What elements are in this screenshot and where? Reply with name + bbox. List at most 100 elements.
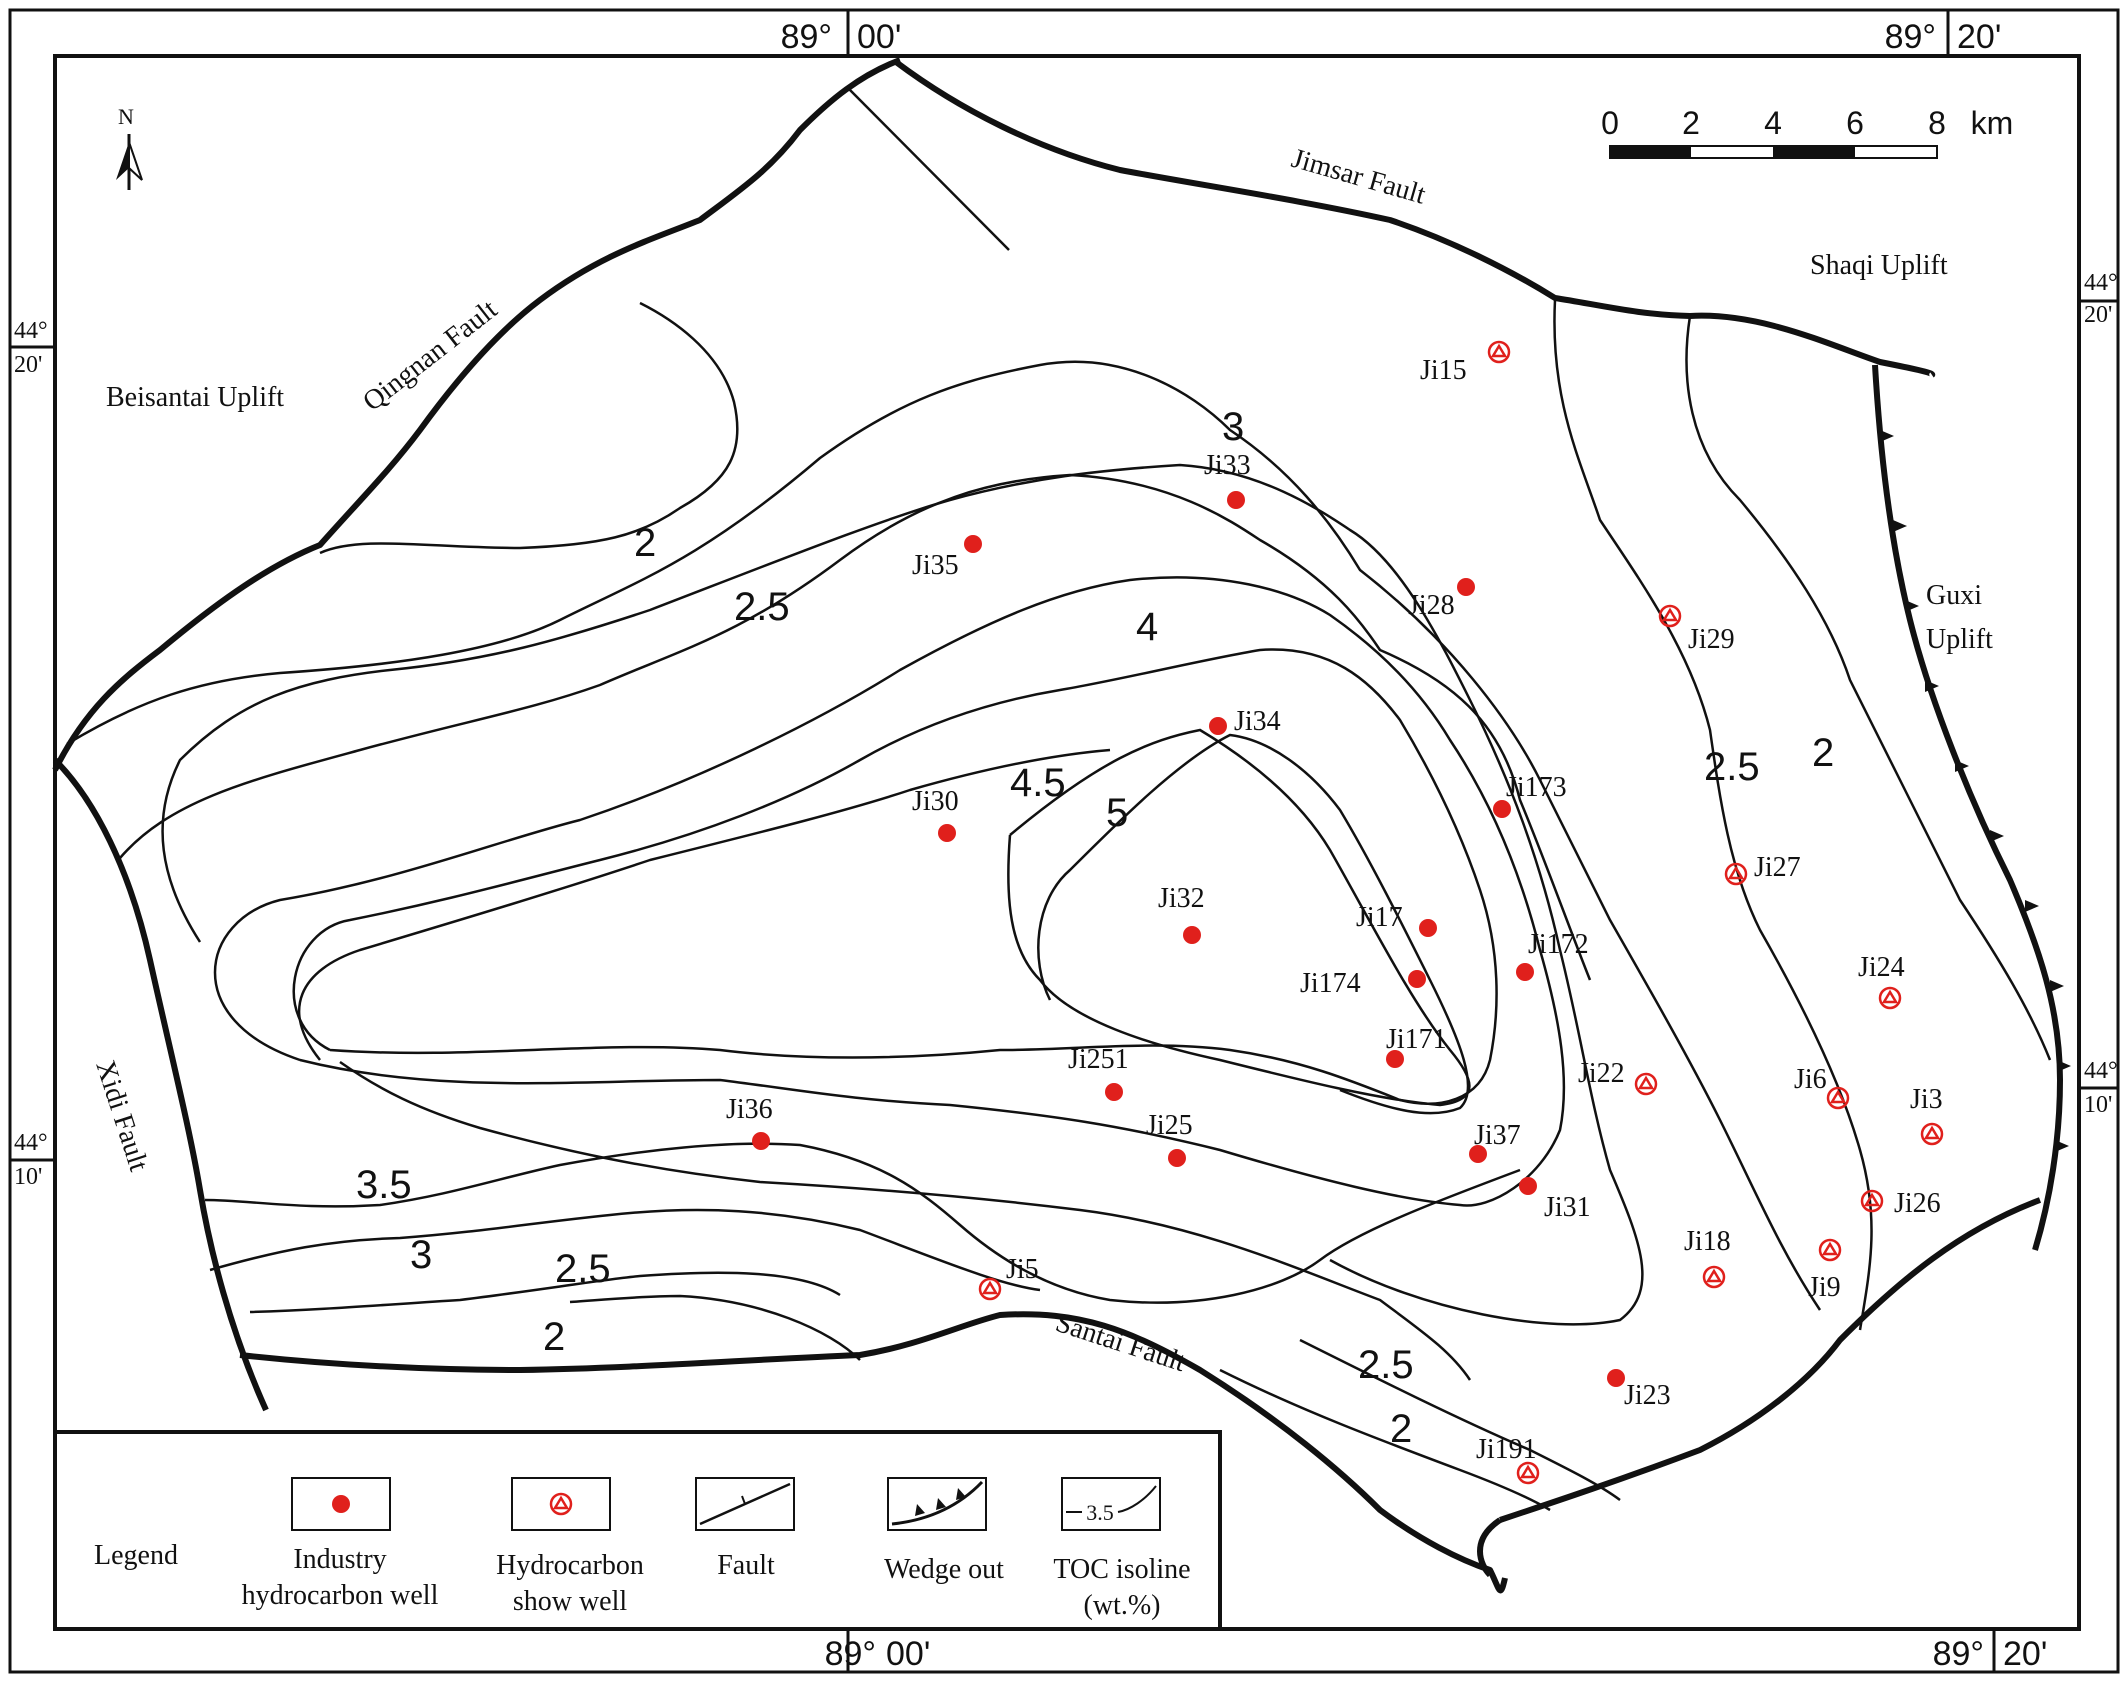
legend-toc-isoline-icon: 3.5 bbox=[1066, 1485, 1157, 1525]
well-label-ji173: Ji173 bbox=[1506, 772, 1567, 803]
well-ji173 bbox=[1493, 800, 1511, 818]
well-label-ji28: Ji28 bbox=[1408, 590, 1455, 621]
guxi-uplift-label-1: Guxi bbox=[1926, 580, 1982, 611]
well-label-ji23: Ji23 bbox=[1624, 1380, 1671, 1411]
shaqi-uplift-label: Shaqi Uplift bbox=[1810, 250, 1948, 281]
well-ji35 bbox=[964, 535, 982, 553]
legend-show-2: show well bbox=[513, 1586, 628, 1617]
isoline-label: 2 bbox=[1812, 731, 1834, 775]
top-lon-1: 89° bbox=[781, 18, 832, 56]
guxi-uplift-label-2: Uplift bbox=[1926, 624, 1993, 655]
well-label-ji30: Ji30 bbox=[912, 786, 959, 817]
legend-fault-icon bbox=[699, 1482, 791, 1526]
well-label-ji36: Ji36 bbox=[726, 1094, 773, 1125]
isoline-label: 3 bbox=[410, 1233, 432, 1277]
isoline-label: 2 bbox=[1390, 1407, 1412, 1451]
well-ji36 bbox=[752, 1132, 770, 1150]
fault-lines bbox=[52, 57, 2042, 1594]
show-well-ji27 bbox=[1724, 862, 1748, 886]
qingnan-fault-line bbox=[52, 57, 902, 772]
bottom-lon-2-min: 20' bbox=[2003, 1635, 2047, 1673]
scale-unit: km bbox=[1971, 105, 2014, 141]
well-label-ji15: Ji15 bbox=[1420, 355, 1467, 386]
show-well-ji9 bbox=[1818, 1238, 1842, 1262]
show-well-ji3 bbox=[1920, 1122, 1944, 1146]
isoline-label: 2.5 bbox=[1358, 1343, 1414, 1387]
right-lat-1: 44° bbox=[2084, 270, 2118, 296]
well-ji174 bbox=[1408, 970, 1426, 988]
isoline-label: 2.5 bbox=[1704, 745, 1760, 789]
jimsar-fault-line bbox=[894, 59, 1936, 378]
left-lat-1: 44° bbox=[14, 318, 48, 344]
well-label-ji34: Ji34 bbox=[1234, 706, 1281, 737]
well-ji32 bbox=[1183, 926, 1201, 944]
well-label-ji35: Ji35 bbox=[912, 550, 959, 581]
outer-frame bbox=[8, 8, 2120, 1674]
well-ji23 bbox=[1607, 1369, 1625, 1387]
well-label-ji172: Ji172 bbox=[1528, 929, 1589, 960]
legend-show-well-icon bbox=[549, 1492, 573, 1516]
well-label-ji37: Ji37 bbox=[1474, 1120, 1521, 1151]
santai-fault-label: Santai Fault bbox=[1052, 1307, 1190, 1378]
scale-tick-4: 4 bbox=[1764, 105, 1782, 141]
well-ji31 bbox=[1519, 1177, 1537, 1195]
top-lon-2: 89° bbox=[1885, 18, 1936, 56]
legend-industry-2: hydrocarbon well bbox=[242, 1580, 439, 1611]
toc-isolines bbox=[66, 88, 2052, 1512]
well-label-ji174: Ji174 bbox=[1300, 968, 1361, 999]
isoline-label: 2 bbox=[543, 1315, 565, 1359]
bottom-lon-1-min: 00' bbox=[886, 1635, 930, 1673]
scale-tick-0: 0 bbox=[1601, 105, 1619, 141]
well-label-ji33: Ji33 bbox=[1204, 450, 1251, 481]
isoline-label: 3.5 bbox=[356, 1163, 412, 1207]
well-label-ji9: Ji9 bbox=[1808, 1272, 1841, 1303]
coordinate-labels: 89° 00' 89° 20' 89° 00' 89° 20' 44° 20' … bbox=[10, 10, 2118, 1673]
show-well-ji22 bbox=[1634, 1072, 1658, 1096]
well-label-ji26: Ji26 bbox=[1894, 1188, 1941, 1219]
left-lat-1-min: 20' bbox=[14, 352, 42, 378]
well-ji25 bbox=[1168, 1149, 1186, 1167]
north-arrow-icon: N bbox=[116, 104, 143, 190]
well-label-ji31: Ji31 bbox=[1544, 1192, 1591, 1223]
isoline-label: 5 bbox=[1106, 791, 1128, 835]
well-label-ji171: Ji171 bbox=[1386, 1024, 1447, 1055]
santai-fault-line bbox=[239, 1311, 1508, 1594]
beisantai-uplift-label: Beisantai Uplift bbox=[106, 382, 284, 413]
wedge-out-line bbox=[1872, 364, 2071, 1251]
north-label: N bbox=[118, 104, 134, 129]
xidi-fault-label: Xidi Fault bbox=[89, 1057, 154, 1176]
isoline-label: 4 bbox=[1136, 605, 1158, 649]
show-well-ji15 bbox=[1487, 340, 1511, 364]
well-label-ji3: Ji3 bbox=[1910, 1084, 1943, 1115]
show-well-ji191 bbox=[1516, 1461, 1540, 1485]
xidi-fault-line bbox=[52, 757, 269, 1412]
well-label-ji251: Ji251 bbox=[1068, 1044, 1129, 1075]
well-label-ji32: Ji32 bbox=[1158, 883, 1205, 914]
scale-tick-8: 8 bbox=[1928, 105, 1946, 141]
show-well-ji6 bbox=[1826, 1086, 1850, 1110]
isoline-label: 2.5 bbox=[555, 1247, 611, 1291]
legend-box bbox=[53, 1430, 1222, 1631]
show-wells bbox=[978, 340, 1944, 1485]
isoline-label: 2.5 bbox=[734, 585, 790, 629]
well-ji30 bbox=[938, 824, 956, 842]
show-well-ji29 bbox=[1658, 604, 1682, 628]
well-label-ji18: Ji18 bbox=[1684, 1226, 1731, 1257]
isoline-label: 3 bbox=[1222, 405, 1244, 449]
map-frame bbox=[53, 54, 2081, 1631]
right-lat-2: 44° bbox=[2084, 1058, 2118, 1084]
right-lat-1-min: 20' bbox=[2084, 302, 2112, 328]
scale-bar: 0 2 4 6 8 km bbox=[1601, 105, 2014, 159]
isoline-label: 2 bbox=[634, 521, 656, 565]
well-label-ji27: Ji27 bbox=[1754, 852, 1801, 883]
well-ji34 bbox=[1209, 717, 1227, 735]
legend-toc-1: TOC isoline bbox=[1053, 1554, 1190, 1585]
bottom-lon-1: 89° bbox=[825, 1635, 876, 1673]
well-ji33 bbox=[1227, 491, 1245, 509]
wells bbox=[752, 340, 1944, 1485]
top-lon-2-min: 20' bbox=[1957, 18, 2001, 56]
show-well-ji24 bbox=[1878, 986, 1902, 1010]
legend-toc-sample: 3.5 bbox=[1086, 1500, 1114, 1525]
legend-fault: Fault bbox=[717, 1550, 775, 1581]
legend-wedge-icon bbox=[891, 1480, 984, 1526]
